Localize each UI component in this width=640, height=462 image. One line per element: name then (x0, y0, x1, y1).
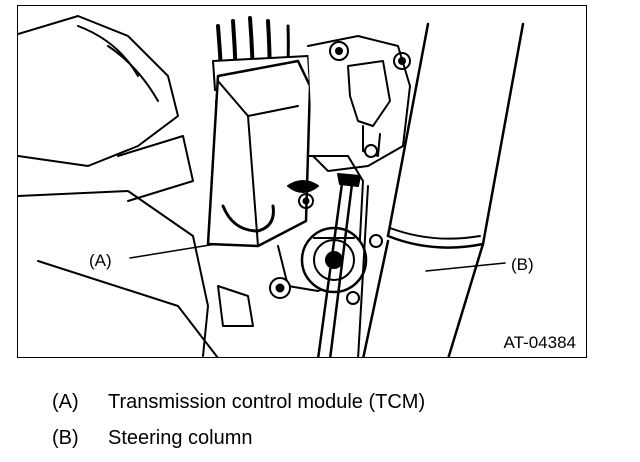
dashboard-panels (18, 15, 254, 357)
figure-id-label: AT-04384 (501, 333, 578, 352)
leader-line-b (425, 262, 506, 272)
illustration (18, 15, 525, 357)
callout-label-a: (A) (89, 251, 112, 270)
legend-text: Transmission control module (TCM) (108, 391, 426, 413)
tcm-module (206, 59, 312, 248)
legend-item: (B) Steering column (52, 426, 425, 462)
callout-label-b: (B) (511, 255, 534, 274)
legend-key: (B) (52, 427, 79, 449)
steering-column (362, 22, 525, 357)
legend-item: (A) Transmission control module (TCM) (52, 390, 425, 426)
shift-rods (317, 173, 369, 357)
legend: (A) Transmission control module (TCM) (B… (52, 390, 425, 462)
diagram-figure: (A) (B) AT-04384 (17, 5, 587, 358)
leader-line-a (129, 243, 217, 259)
legend-text: Steering column (108, 427, 253, 449)
legend-key: (A) (52, 391, 79, 413)
